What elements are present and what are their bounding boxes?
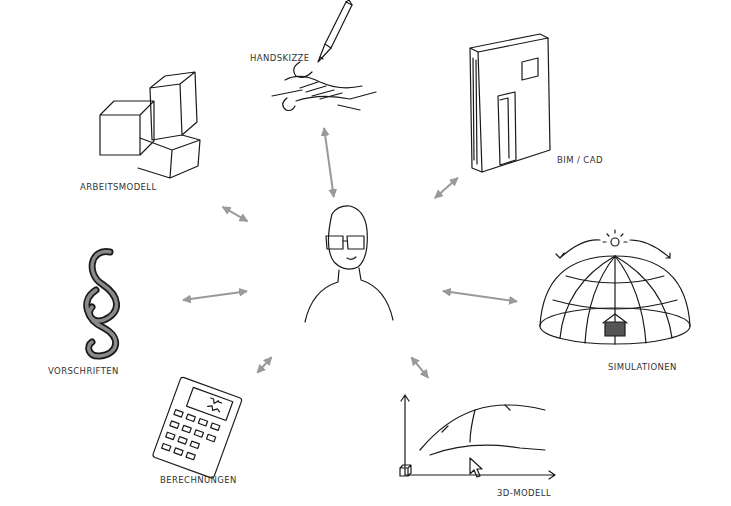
hand-sketch-illustration-stroke — [320, 57, 323, 59]
node-label: BERECHNUNGEN — [160, 475, 237, 485]
person-sketch-stroke — [343, 240, 347, 241]
sun-dome-illustration-stroke — [603, 314, 627, 323]
sun-dome-illustration-stroke — [603, 230, 627, 242]
node-label: 3D-MODELL — [497, 488, 551, 498]
sun-dome-illustration-stroke — [553, 276, 677, 309]
bim-wall-illustration-stroke — [478, 38, 550, 172]
hand-sketch-illustration-stroke — [325, 2, 352, 48]
bim-wall-illustration-stroke — [522, 58, 538, 80]
paragraph-symbol-stroke — [87, 290, 116, 356]
3d-model-illustration-stroke — [401, 395, 409, 475]
double-arrow — [183, 291, 247, 300]
double-arrow — [443, 291, 517, 301]
hand-sketch-illustration-stroke — [318, 44, 331, 62]
cube-model-illustration-stroke — [138, 135, 200, 178]
sketch-node: HANDSKIZZE — [240, 0, 390, 125]
sun-dome-illustration-stroke — [630, 240, 670, 258]
paragraph-symbol-stroke — [90, 252, 117, 321]
3d-model-illustration-stroke — [470, 458, 482, 477]
hand-sketch-illustration-stroke — [296, 92, 376, 101]
regulation-node: VORSCHRIFTEN — [45, 235, 180, 385]
3d-model-illustration-stroke — [430, 445, 545, 455]
cube-model-illustration-stroke — [100, 101, 154, 155]
hand-sketch-illustration-stroke — [346, 0, 352, 5]
calculator-illustration — [152, 377, 242, 479]
calculation-node: BERECHNUNGEN — [140, 375, 260, 495]
sun-dome-illustration-stroke — [556, 240, 600, 258]
sun-dome-illustration-stroke — [605, 322, 625, 336]
double-arrow — [435, 178, 458, 198]
node-label: BIM / CAD — [557, 155, 603, 165]
paragraph-symbol-stroke — [87, 290, 116, 356]
paragraph-symbol-stroke — [90, 252, 117, 321]
sun-dome-illustration — [540, 230, 690, 344]
3d-model-illustration-stroke — [420, 405, 545, 450]
simulation-node: SIMULATIONEN — [520, 250, 710, 380]
double-arrow — [324, 128, 334, 197]
hand-sketch-illustration-stroke — [338, 105, 360, 110]
double-arrow — [411, 357, 428, 377]
cube-model-illustration-stroke — [150, 72, 197, 140]
hand-sketch-illustration-stroke — [272, 90, 302, 96]
person-sketch-stroke — [347, 257, 356, 259]
calculator-illustration-stroke — [162, 443, 196, 459]
hand-sketch-illustration-stroke — [285, 76, 362, 87]
hand-sketch-illustration-stroke — [294, 62, 312, 77]
hand-sketch-illustration-stroke — [283, 98, 295, 111]
bim-wall-illustration-stroke — [470, 34, 548, 172]
bim-wall-illustration-stroke — [473, 58, 477, 164]
3d-node: 3D-MODELL — [395, 380, 565, 500]
3d-model-illustration-stroke — [470, 410, 475, 442]
person-sketch-stroke — [347, 236, 364, 249]
calculator-illustration-stroke — [174, 410, 220, 431]
person-sketch-stroke — [305, 270, 339, 322]
calculator-illustration-stroke — [170, 421, 216, 442]
sun-dome-illustration-stroke — [560, 256, 672, 338]
bim-wall-illustration-stroke — [498, 92, 516, 165]
model-node: ARBEITSMODELL — [80, 80, 220, 250]
double-arrow — [223, 207, 248, 221]
node-label: VORSCHRIFTEN — [48, 366, 119, 376]
calculator-illustration-stroke — [152, 377, 242, 479]
person-sketch-stroke — [328, 206, 367, 269]
person-sketch-stroke — [326, 236, 343, 249]
bim-wall-illustration-stroke — [500, 98, 509, 158]
person-node — [250, 200, 440, 355]
bim-wall-illustration — [470, 34, 550, 172]
bim-node: BIM / CAD — [460, 30, 620, 180]
calculator-illustration-stroke — [207, 398, 223, 413]
sun-dome-illustration-stroke — [611, 238, 619, 246]
node-label: HANDSKIZZE — [250, 53, 310, 63]
node-label: SIMULATIONEN — [608, 362, 677, 372]
cube-model-illustration — [100, 72, 200, 178]
3d-model-illustration-stroke — [442, 405, 510, 432]
double-arrow — [257, 357, 271, 373]
hand-sketch-illustration-stroke — [300, 82, 342, 99]
paragraph-symbol — [87, 252, 117, 356]
person-sketch — [305, 206, 393, 322]
node-label: ARBEITSMODELL — [80, 182, 157, 192]
3d-model-illustration-stroke — [400, 465, 411, 476]
sun-dome-illustration-stroke — [585, 256, 646, 344]
3d-model-illustration — [400, 395, 555, 479]
person-sketch-stroke — [359, 268, 393, 320]
